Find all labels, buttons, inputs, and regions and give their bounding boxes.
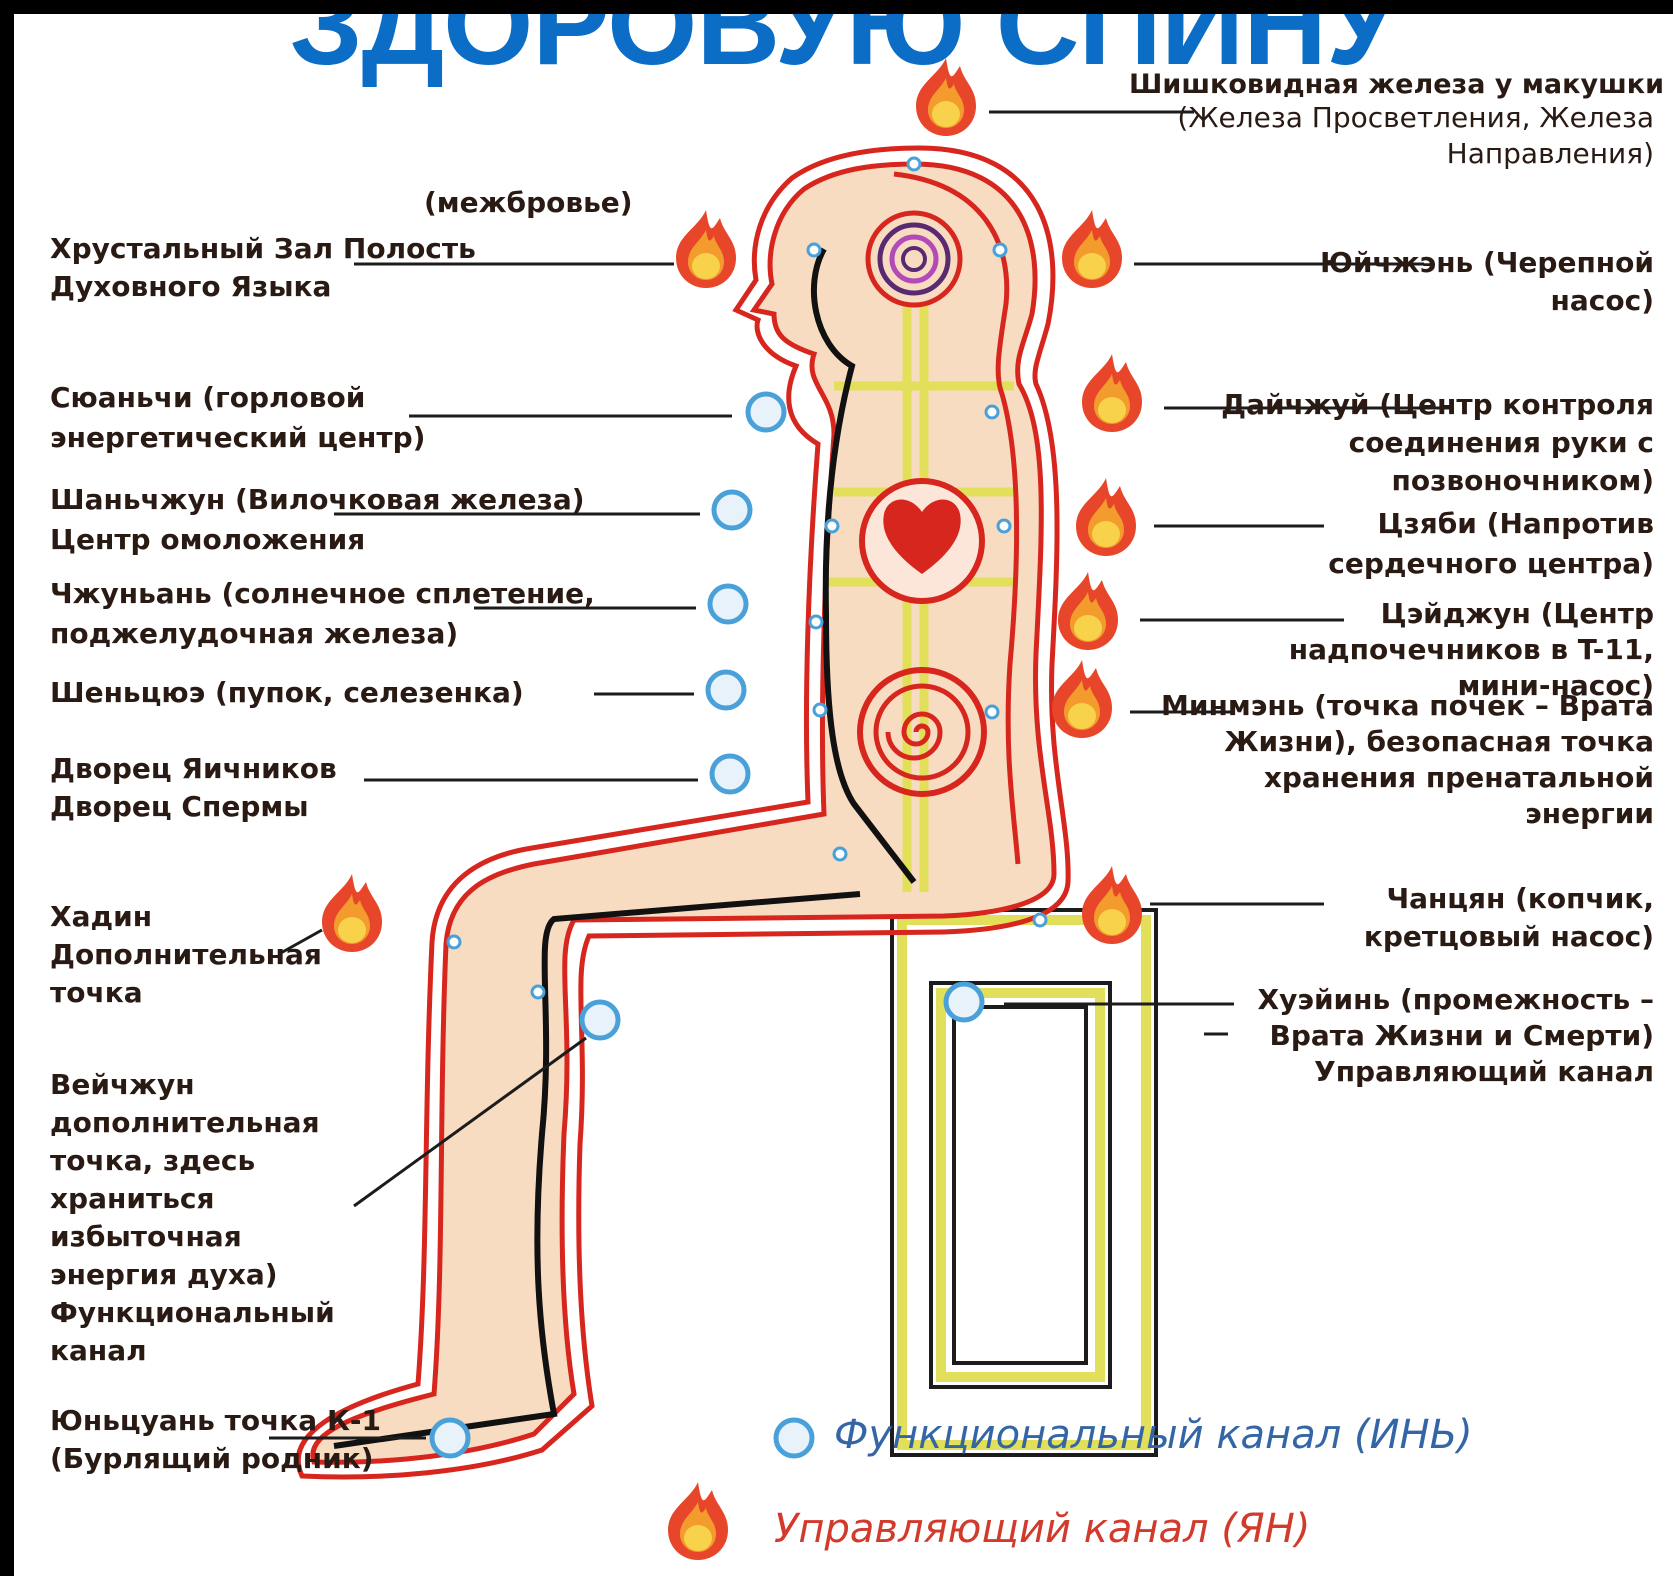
label-ovary: Дворец Яичников Дворец Спермы: [50, 750, 370, 826]
label-brow: (межбровье): [424, 184, 633, 222]
label-huiyin: Хуэйинь (промежность – Врата Жизни и Сме…: [1214, 982, 1654, 1090]
label-mingmen: Минмэнь (точка почек – Врата Жизни), без…: [1154, 688, 1654, 832]
label-solar: Чжуньань (солнечное сплетение, поджелудо…: [50, 574, 650, 654]
diagram-panel: { "title": "ЗДОРОВУЮ СПИНУ", "colors": {…: [14, 14, 1673, 1576]
label-crystal: Хрустальный Зал Полость Духовного Языка: [50, 230, 530, 306]
legend-yang-label: Управляющий канал (ЯН): [774, 1506, 1310, 1552]
label-pineal-sub: (Железа Просветления, Железа Направления…: [1174, 100, 1654, 172]
label-hadin: Хадин Дополнительная точка: [50, 898, 340, 1012]
label-thymus: Шаньчжун (Вилочковая железа) Центр омоло…: [50, 480, 610, 560]
legend-yin-label: Функциональный канал (ИНЬ): [834, 1412, 1473, 1458]
label-dazhui: Дайчжуй (Центр контроля соединения руки …: [1164, 386, 1654, 500]
label-pineal: Шишковидная железа у макушки: [1024, 66, 1664, 104]
label-throat: Сюаньчи (горловой энергетический центр): [50, 378, 610, 458]
label-navel: Шеньцюэ (пупок, селезенка): [50, 674, 524, 712]
label-jiaji: Цзяби (Напротив сердечного центра): [1314, 504, 1654, 584]
heart-center: [862, 481, 982, 601]
label-sacrum: Чанцян (копчик, кретцовый насос): [1314, 880, 1654, 956]
label-weizhong: Вейчжун дополнительная точка, здесь хран…: [50, 1066, 350, 1370]
label-yongquan: Юньцуань точка К-1 (Бурлящий родник): [50, 1402, 430, 1478]
stool: [892, 910, 1156, 1455]
label-yuzhen: Юйчжэнь (Черепной насос): [1304, 244, 1654, 320]
